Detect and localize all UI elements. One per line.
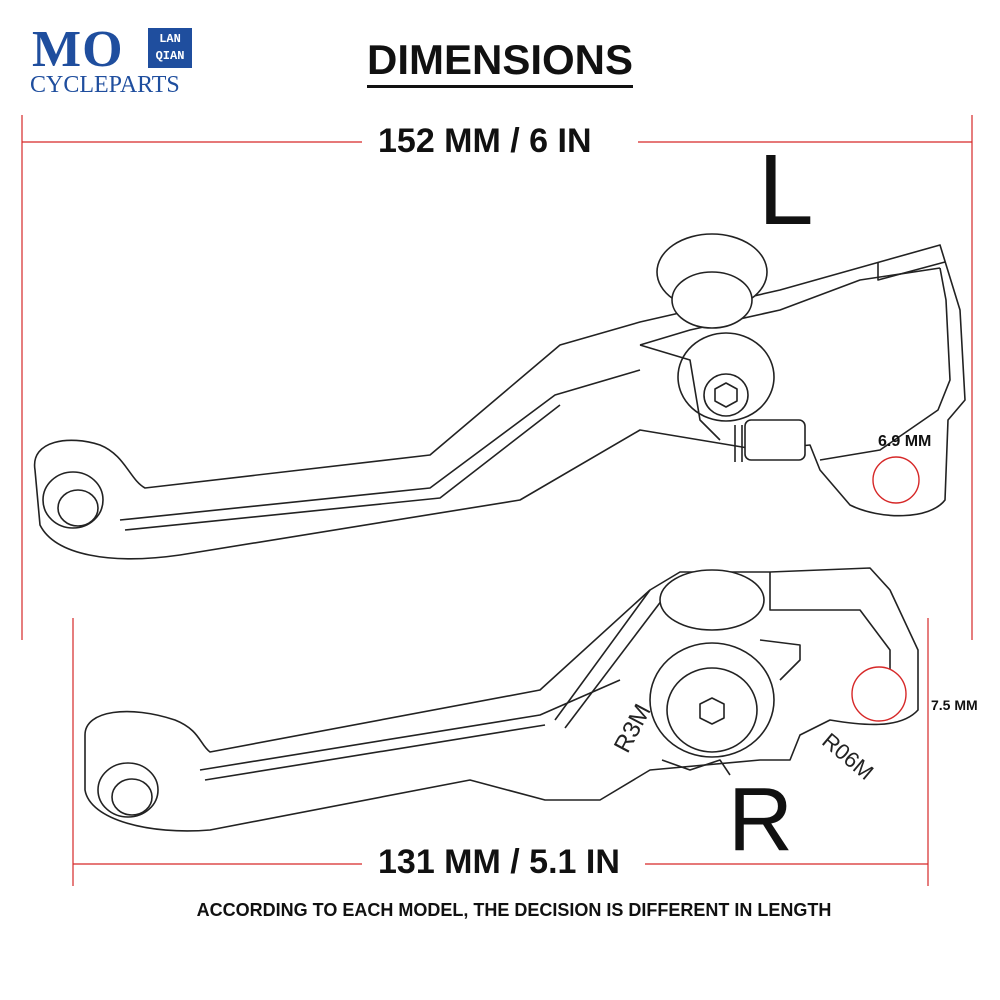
bottom-dimension-lines: [72, 618, 929, 886]
right-engraving-2: R06M: [817, 728, 878, 785]
left-lever-letter: L: [758, 134, 814, 246]
top-dimension-lines: [21, 115, 973, 640]
left-lever-body: [33, 244, 966, 560]
right-lever-pivot-drum: [659, 569, 765, 631]
logo-badge-top: LAN: [159, 32, 181, 46]
footer-note: ACCORDING TO EACH MODEL, THE DECISION IS…: [196, 900, 832, 920]
left-hole-marker: [872, 456, 920, 504]
page-title-text: DIMENSIONS: [366, 36, 634, 88]
top-length-label: 152 MM / 6 IN: [368, 122, 602, 161]
right-lever: [84, 567, 919, 832]
right-lever-body: [84, 567, 919, 832]
left-lever: [33, 233, 966, 560]
logo-tagline: CYCLEPARTS: [30, 72, 180, 98]
right-lever-letter: R: [728, 770, 793, 870]
logo-mark: MO: [32, 21, 124, 78]
logo-badge: LAN QIAN: [148, 28, 192, 68]
page-title: DIMENSIONS: [0, 36, 1000, 88]
logo-badge-bottom: QIAN: [155, 49, 185, 63]
bottom-length-label: 131 MM / 5.1 IN: [368, 843, 630, 882]
left-hole-label: 6.9 MM: [878, 433, 932, 450]
right-hole-label: 7.5 MM: [931, 697, 978, 713]
right-hole-marker: [851, 666, 907, 722]
brand-logo: MO LAN QIAN CYCLEPARTS: [30, 22, 195, 102]
